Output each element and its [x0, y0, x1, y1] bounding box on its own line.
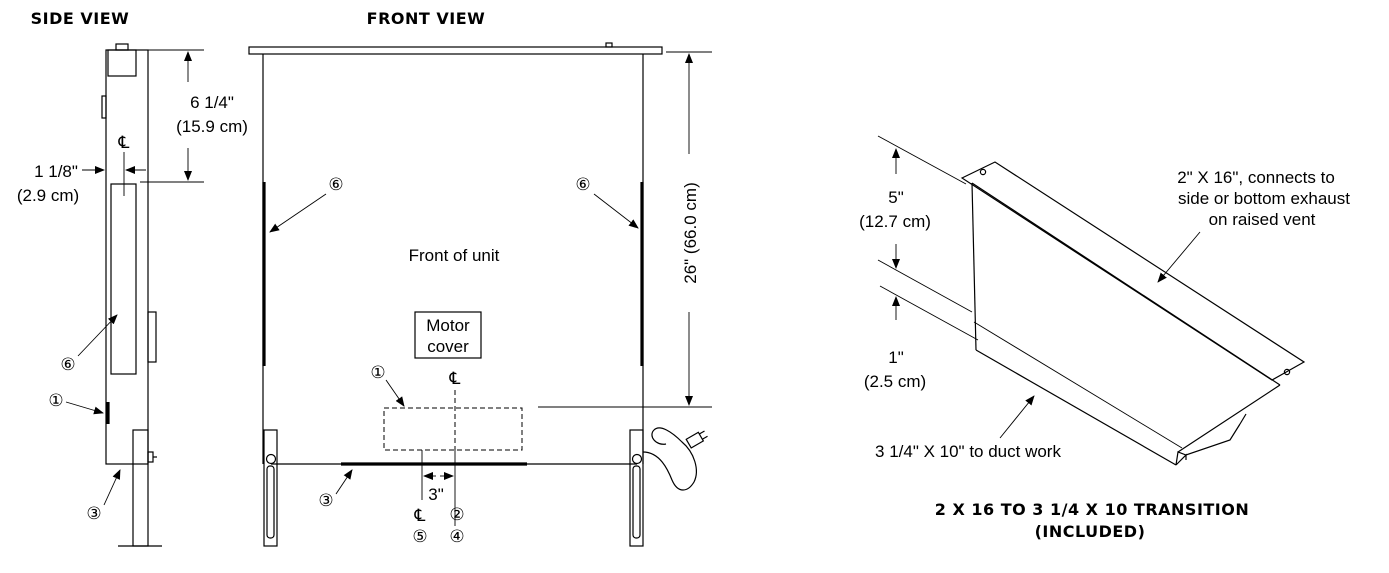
front-top-tab [605, 42, 613, 48]
front-right-leg-slot [632, 465, 641, 539]
motor-dashed-outline [383, 407, 523, 451]
side-view-title: SIDE VIEW [31, 9, 130, 28]
front-callout-6-right: ⑥ [575, 175, 590, 194]
trans-note-top-leader [1157, 231, 1201, 283]
side-offset-cm: (2.9 cm) [17, 186, 79, 205]
front-right-leg [629, 429, 644, 547]
side-callout-3-leader [103, 469, 121, 506]
front-callout-3: ③ [318, 491, 333, 510]
side-view: 6 1/4" (15.9 cm) ℄ 1 1/8" (2.9 cm) ⑥ ① ③ [17, 43, 248, 547]
trans-5in-label: 5" [888, 188, 904, 207]
side-callout-1: ① [48, 391, 63, 410]
front-callout-6-right-leader [593, 193, 639, 229]
side-stand-bolt [147, 451, 154, 463]
trans-right-slope [1177, 384, 1281, 453]
trans-note-top-line3: on raised vent [1209, 210, 1316, 229]
side-top-box [107, 49, 137, 77]
trans-ext-line-1 [877, 135, 967, 185]
front-top-flange [248, 46, 663, 55]
front-right-leg-bolt [631, 453, 643, 465]
side-callout-1-leader [65, 401, 104, 415]
side-callout-6-leader [77, 314, 118, 357]
side-callout-3: ③ [86, 504, 101, 523]
front-left-leg-bolt [265, 453, 277, 465]
trans-note-bottom: 3 1/4" X 10" to duct work [875, 442, 1061, 461]
motor-cover-line2: cover [427, 337, 469, 356]
front-left-leg [263, 429, 278, 547]
side-unit-body [105, 49, 149, 465]
side-right-box [147, 311, 157, 363]
side-stand-leg [132, 429, 149, 547]
front-callout-5: ⑤ [412, 527, 427, 546]
trans-fold-line [973, 321, 1183, 449]
side-offset-in: 1 1/8" [34, 162, 78, 181]
side-top-cap [115, 43, 129, 51]
front-of-unit-label: Front of unit [409, 246, 500, 265]
front-left-leg-slot [266, 465, 275, 539]
front-callout-4: ④ [449, 527, 464, 546]
trans-duct-edge [1239, 413, 1247, 425]
trans-note-top-line2: side or bottom exhaust [1178, 189, 1350, 208]
front-callout-1: ① [370, 363, 385, 382]
trans-flange-hole-right [1283, 368, 1291, 376]
front-3in-label: 3" [428, 485, 444, 504]
front-power-plug [685, 430, 708, 449]
front-power-cord [642, 427, 697, 491]
trans-1in-label: 1" [888, 348, 904, 367]
front-view-title: FRONT VIEW [367, 9, 486, 28]
trans-5in-cm: (12.7 cm) [859, 212, 931, 231]
front-callout-1-leader [385, 379, 405, 407]
side-inner-panel [110, 183, 137, 375]
front-callout-6-left: ⑥ [328, 175, 343, 194]
trans-top-ridge [971, 182, 1281, 386]
front-view: Front of unit Motor cover ℄ 3" 26" (66.0… [248, 42, 712, 547]
front-callout-3-leader [335, 469, 353, 495]
front-height-label: 26" (66.0 cm) [681, 182, 700, 283]
trans-note-bottom-leader [999, 395, 1035, 439]
trans-bottom-edge [975, 349, 1177, 466]
motor-cover-line1: Motor [426, 316, 470, 335]
side-dim-top-in: 6 1/4" [190, 93, 234, 112]
front-small-centerline: ℄ [414, 506, 426, 525]
trans-flange-hole-left [979, 168, 987, 176]
trans-1in-cm: (2.5 cm) [864, 372, 926, 391]
transition-caption-line2: (INCLUDED) [1035, 522, 1146, 541]
trans-note-top-line1: 2" X 16", connects to [1177, 168, 1335, 187]
motor-cover-box [414, 311, 482, 359]
side-centerline-symbol: ℄ [118, 133, 130, 152]
side-dim-top-cm: (15.9 cm) [176, 117, 248, 136]
side-callout-6: ⑥ [60, 355, 75, 374]
trans-ext-line-3 [879, 285, 979, 341]
trans-duct-corner [1175, 453, 1187, 466]
transition-caption-line1: 2 X 16 TO 3 1/4 X 10 TRANSITION [935, 500, 1250, 519]
front-callout-2: ② [449, 505, 464, 524]
front-centerline-symbol: ℄ [449, 369, 461, 388]
side-left-tab [101, 95, 107, 119]
front-callout-6-left-leader [269, 193, 327, 233]
trans-left-edge [971, 182, 977, 351]
transition-drawing: 5" (12.7 cm) 1" (2.5 cm) 2" X 16", conne… [859, 135, 1350, 541]
trans-ext-line-2 [877, 259, 973, 313]
